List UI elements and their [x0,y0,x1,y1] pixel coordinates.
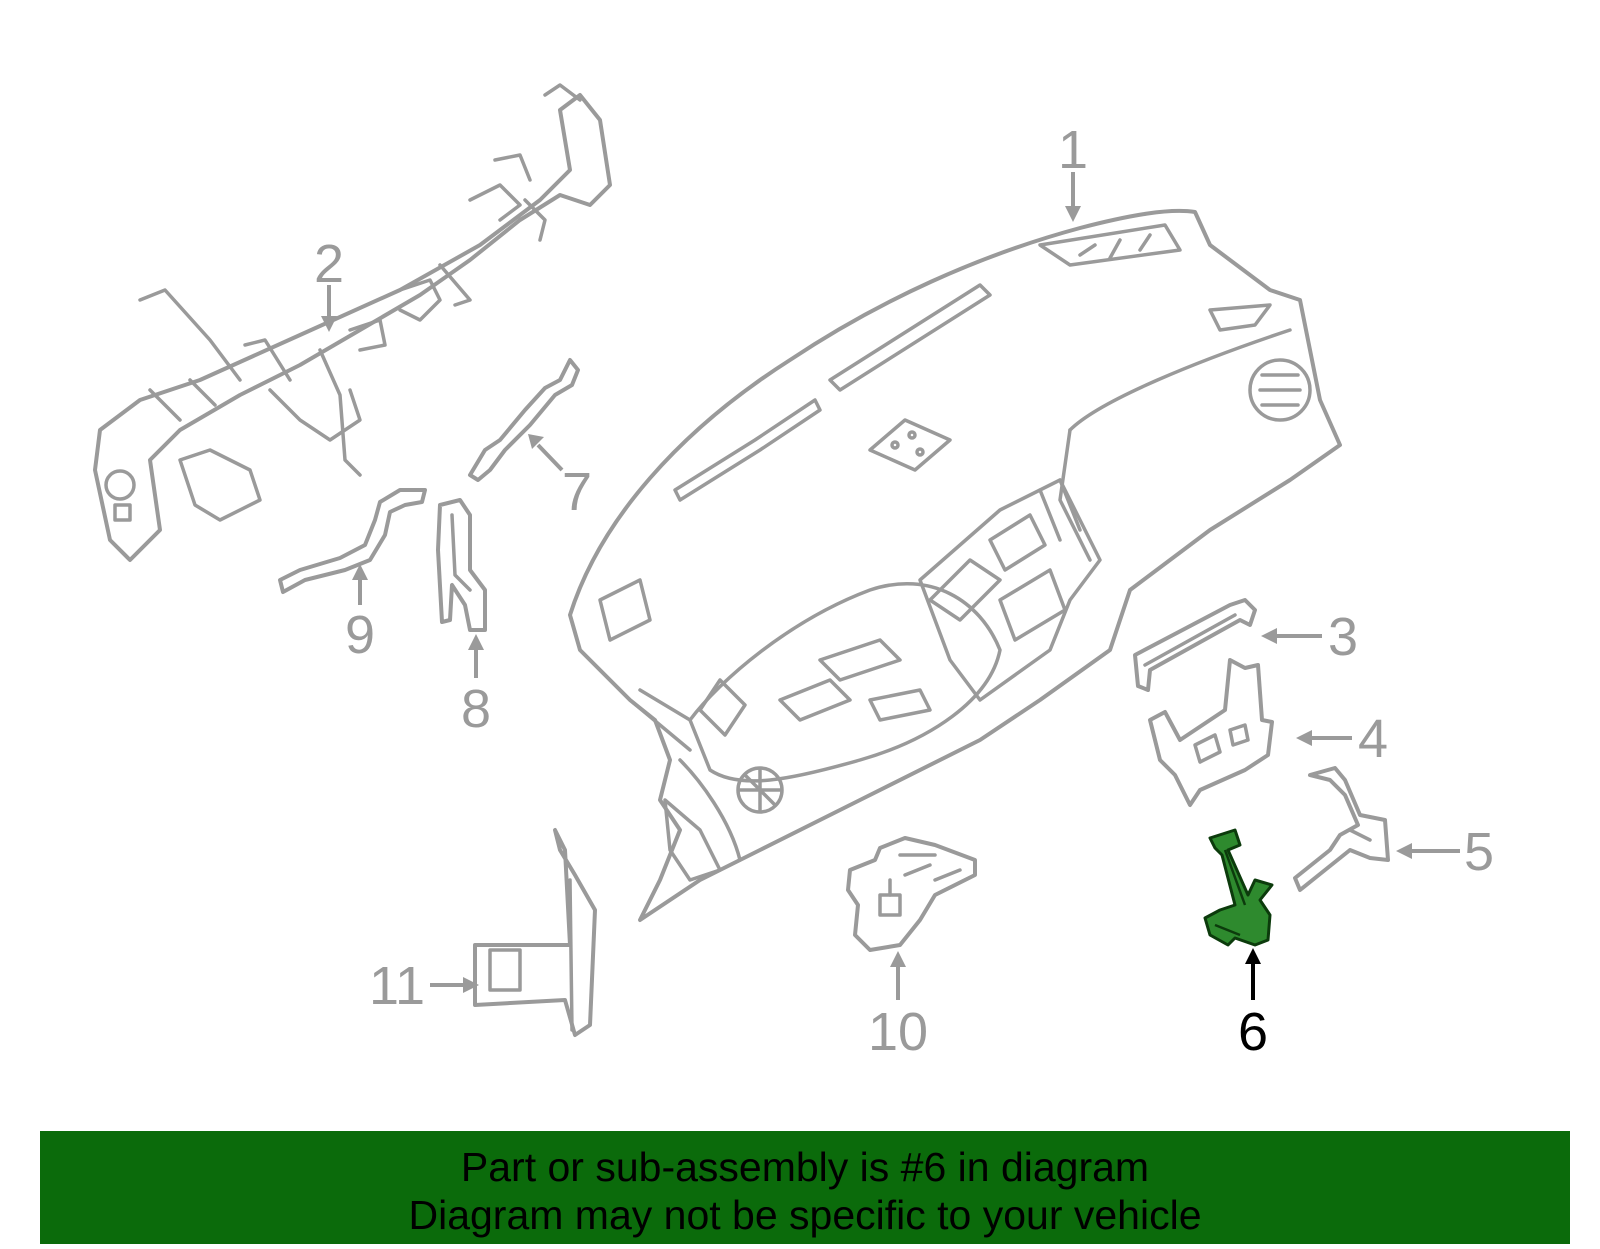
callout-7: 7 [562,462,592,522]
callout-11: 11 [369,956,425,1016]
callout-2: 2 [314,234,344,294]
callout-9: 9 [345,605,375,665]
part-4-bracket [1148,658,1274,807]
banner-line-1: Part or sub-assembly is #6 in diagram [460,1144,1150,1190]
part-5-bracket [1293,766,1390,892]
banner-line-2: Diagram may not be specific to your vehi… [408,1192,1202,1238]
part-7-bracket [468,358,580,482]
info-banner: Part or sub-assembly is #6 in diagram Di… [40,1131,1570,1244]
callout-3: 3 [1328,607,1358,667]
callout-1: 1 [1058,120,1088,180]
parts-diagram: 1 2 3 4 5 6 7 8 9 10 11 [93,83,1494,1062]
part-3-bracket [1133,598,1257,692]
part-8-bracket [436,498,487,632]
part-10-bracket [846,836,977,952]
leader-arrows [321,172,1460,1000]
part-11-module-bracket [473,828,597,1037]
callout-10: 10 [868,1002,928,1062]
part-6-bracket-highlighted [1203,828,1274,947]
part-2-cross-beam [93,83,612,562]
callout-8: 8 [461,679,491,739]
part-1-instrument-panel [568,208,1342,922]
callout-4: 4 [1358,709,1388,769]
callout-6: 6 [1238,1002,1268,1062]
part-9-bracket [278,488,427,594]
callout-5: 5 [1464,822,1494,882]
